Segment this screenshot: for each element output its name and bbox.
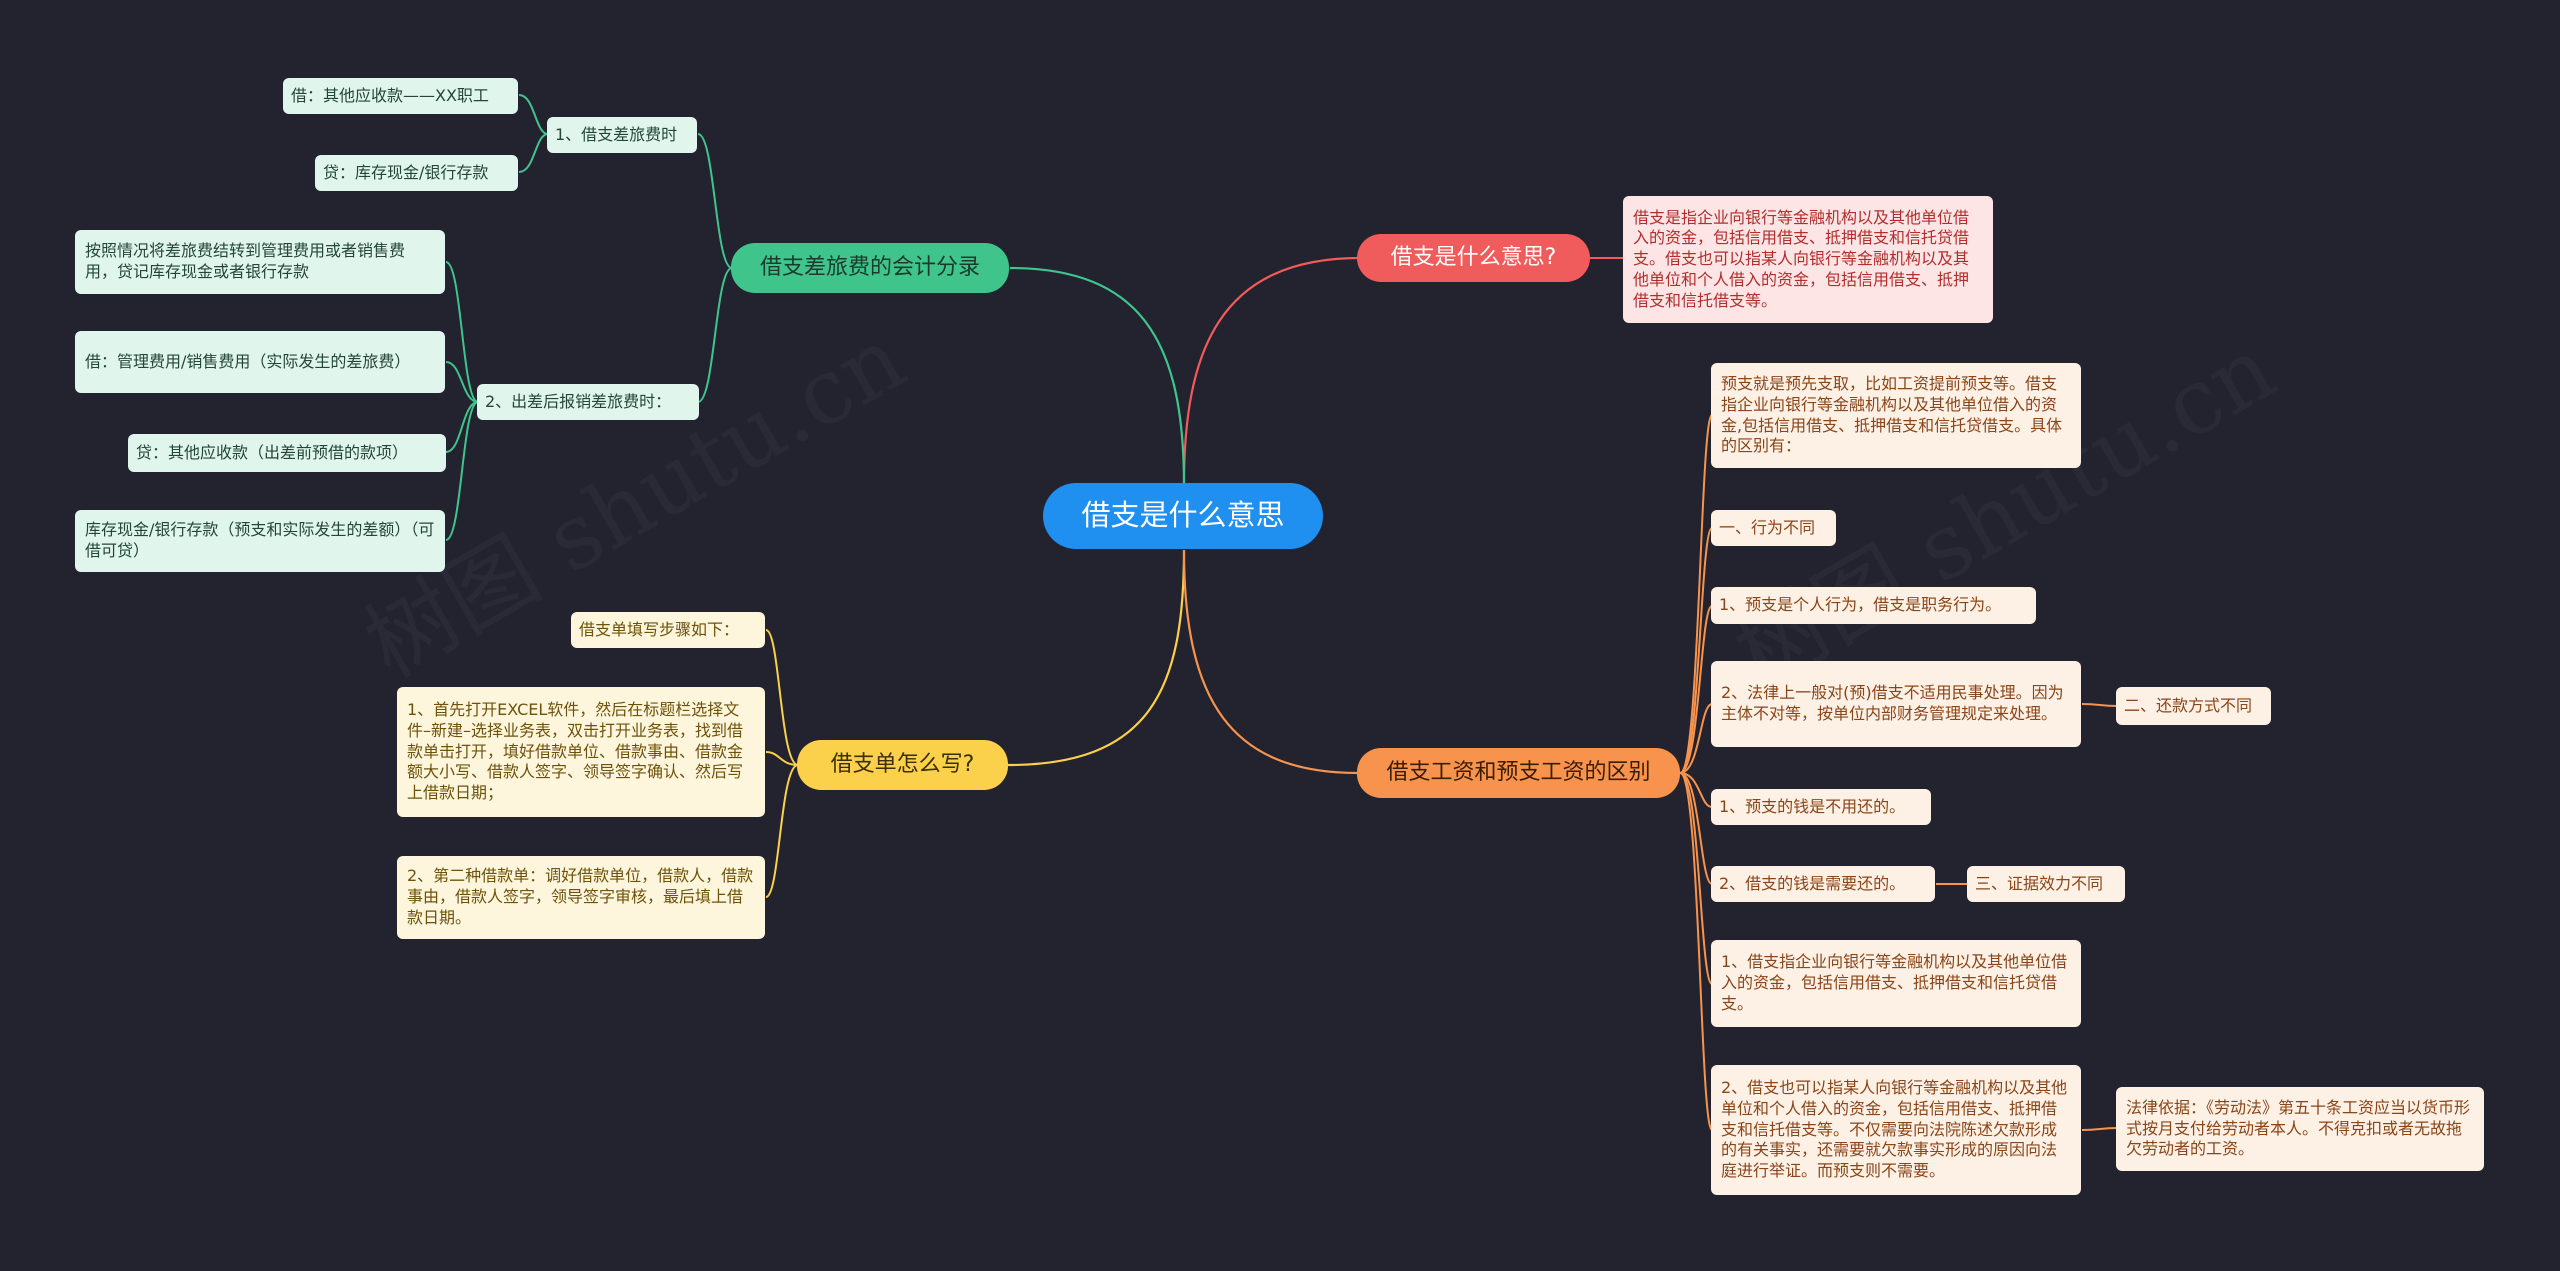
branch-difference[interactable]: 借支工资和预支工资的区别 — [1357, 748, 1680, 798]
edge-root-meaning — [1182, 256, 1361, 486]
branch-accounting[interactable]: 借支差旅费的会计分录 — [731, 243, 1009, 293]
branch-accounting-label: 借支差旅费的会计分录 — [759, 254, 980, 280]
branch-meaning-label: 借支是什么意思? — [1390, 244, 1557, 270]
meaning-detail-text: 借支是指企业向银行等金融机构以及其他单位借入的资金，包括信用借支、抵押借支和信托… — [1633, 207, 1970, 310]
diff-item7-text: 1、借支指企业向银行等金融机构以及其他单位借入的资金，包括信用借支、抵押借支和信… — [1721, 952, 2068, 1013]
howto-item3-text: 2、第二种借款单：调好借款单位，借款人，借款事由，借款人签字，领导签字审核，最后… — [407, 866, 754, 927]
howto-item1-text: 借支单填写步骤如下： — [579, 619, 740, 639]
group1-item2-text: 贷：库存现金/银行存款 — [323, 162, 489, 182]
group2-item3[interactable]: 贷：其他应收款（出差前预借的款项） — [128, 434, 446, 472]
diff-item3[interactable]: 1、预支是个人行为，借支是职务行为。 — [1711, 587, 2036, 624]
edge-diff-item5 — [1679, 772, 1713, 808]
diff-item1-text: 预支就是预先支取，比如工资提前预支等。借支指企业向银行等金融机构以及其他单位借入… — [1721, 373, 2063, 456]
group1-item2[interactable]: 贷：库存现金/银行存款 — [315, 155, 518, 191]
edge-root-difference — [1182, 549, 1359, 775]
edge-diff-item1 — [1679, 414, 1713, 774]
edge-howto-item2 — [765, 751, 799, 766]
diff-item1[interactable]: 预支就是预先支取，比如工资提前预支等。借支指企业向银行等金融机构以及其他单位借入… — [1711, 363, 2081, 468]
edge-howto-item1 — [765, 629, 799, 766]
edge-howto-item3 — [765, 764, 799, 898]
group2-item2[interactable]: 借：管理费用/销售费用（实际发生的差旅费） — [75, 331, 445, 393]
howto-item2-text: 1、首先打开EXCEL软件，然后在标题栏选择文件–新建–选择业务表，双击打开业务… — [407, 700, 744, 803]
diff-item7[interactable]: 1、借支指企业向银行等金融机构以及其他单位借入的资金，包括信用借支、抵押借支和信… — [1711, 940, 2081, 1027]
howto-item2[interactable]: 1、首先打开EXCEL软件，然后在标题栏选择文件–新建–选择业务表，双击打开业务… — [397, 687, 765, 817]
group1-item1-text: 借：其他应收款——XX职工 — [291, 85, 489, 105]
group1-item1[interactable]: 借：其他应收款——XX职工 — [283, 78, 518, 114]
root-node[interactable]: 借支是什么意思 — [1043, 483, 1323, 549]
diff-item2-text: 一、行为不同 — [1719, 517, 1816, 537]
edge-root-accounting — [1009, 266, 1186, 486]
edge-root-howto — [1007, 549, 1186, 767]
edge-accounting-group2 — [697, 267, 733, 403]
edge-diff-item3 — [1679, 605, 1713, 774]
diff-repay[interactable]: 二、还款方式不同 — [2116, 687, 2271, 725]
edge-group1-item1 — [518, 94, 549, 135]
accounting-group2-label: 2、出差后报销差旅费时： — [485, 391, 672, 411]
diff-item4-text: 2、法律上一般对(预)借支不适用民事处理。因为主体不对等，按单位内部财务管理规定… — [1721, 683, 2064, 723]
edge-diff-item2 — [1679, 527, 1713, 774]
group2-item1-text: 按照情况将差旅费结转到管理费用或者销售费用，贷记库存现金或者银行存款 — [85, 241, 406, 281]
edge-diff-item6 — [1679, 772, 1713, 885]
howto-item1[interactable]: 借支单填写步骤如下： — [571, 612, 765, 648]
diff-evidence[interactable]: 三、证据效力不同 — [1967, 866, 2125, 902]
edge-diff-law — [2081, 1127, 2118, 1131]
branch-difference-label: 借支工资和预支工资的区别 — [1386, 759, 1651, 785]
edge-diff-item4 — [1679, 703, 1713, 774]
diff-repay-text: 二、还款方式不同 — [2124, 695, 2253, 715]
accounting-group1-label: 1、借支差旅费时 — [555, 124, 678, 144]
branch-howto-label: 借支单怎么写? — [830, 751, 975, 777]
group2-item1[interactable]: 按照情况将差旅费结转到管理费用或者销售费用，贷记库存现金或者银行存款 — [75, 230, 445, 294]
group2-item4-text: 库存现金/银行存款（预支和实际发生的差额）（可借可贷） — [85, 520, 435, 560]
accounting-group2[interactable]: 2、出差后报销差旅费时： — [477, 384, 699, 420]
diff-item5[interactable]: 1、预支的钱是不用还的。 — [1711, 789, 1931, 825]
diff-item8-text: 2、借支也可以指某人向银行等金融机构以及其他单位和个人借入的资金，包括信用借支、… — [1721, 1078, 2068, 1181]
diff-item4[interactable]: 2、法律上一般对(预)借支不适用民事处理。因为主体不对等，按单位内部财务管理规定… — [1711, 661, 2081, 747]
group2-item2-text: 借：管理费用/销售费用（实际发生的差旅费） — [85, 351, 411, 371]
edge-diff-item8 — [1679, 772, 1713, 1131]
root-label: 借支是什么意思 — [1081, 498, 1285, 533]
edge-group2-item3 — [445, 401, 479, 453]
howto-item3[interactable]: 2、第二种借款单：调好借款单位，借款人，借款事由，借款人签字，领导签字审核，最后… — [397, 856, 765, 939]
edge-diff-item7 — [1679, 772, 1713, 985]
branch-meaning[interactable]: 借支是什么意思? — [1357, 234, 1590, 282]
edge-group2-item2 — [445, 361, 479, 403]
edge-accounting-group1 — [697, 133, 733, 269]
diff-item3-text: 1、预支是个人行为，借支是职务行为。 — [1719, 595, 2002, 615]
diff-item5-text: 1、预支的钱是不用还的。 — [1719, 796, 1906, 816]
diff-item6[interactable]: 2、借支的钱是需要还的。 — [1711, 866, 1935, 902]
diff-item2[interactable]: 一、行为不同 — [1711, 510, 1836, 546]
edge-group2-item1 — [445, 261, 479, 403]
diff-item6-text: 2、借支的钱是需要还的。 — [1719, 873, 1906, 893]
diff-law-text: 法律依据：《劳动法》第五十条工资应当以货币形式按月支付给劳动者本人。不得克扣或者… — [2126, 1097, 2471, 1159]
meaning-detail[interactable]: 借支是指企业向银行等金融机构以及其他单位借入的资金，包括信用借支、抵押借支和信托… — [1623, 196, 1993, 323]
edge-group1-item2 — [518, 133, 549, 173]
edge-group2-item4 — [445, 401, 479, 541]
accounting-group1[interactable]: 1、借支差旅费时 — [547, 117, 697, 153]
edge-diff-repay — [2081, 703, 2118, 707]
diff-law[interactable]: 法律依据：《劳动法》第五十条工资应当以货币形式按月支付给劳动者本人。不得克扣或者… — [2116, 1087, 2484, 1171]
group2-item4[interactable]: 库存现金/银行存款（预支和实际发生的差额）（可借可贷） — [75, 510, 445, 572]
diff-item8[interactable]: 2、借支也可以指某人向银行等金融机构以及其他单位和个人借入的资金，包括信用借支、… — [1711, 1065, 2081, 1195]
diff-evidence-text: 三、证据效力不同 — [1975, 873, 2104, 893]
branch-howto[interactable]: 借支单怎么写? — [797, 740, 1008, 790]
group2-item3-text: 贷：其他应收款（出差前预借的款项） — [136, 442, 409, 462]
